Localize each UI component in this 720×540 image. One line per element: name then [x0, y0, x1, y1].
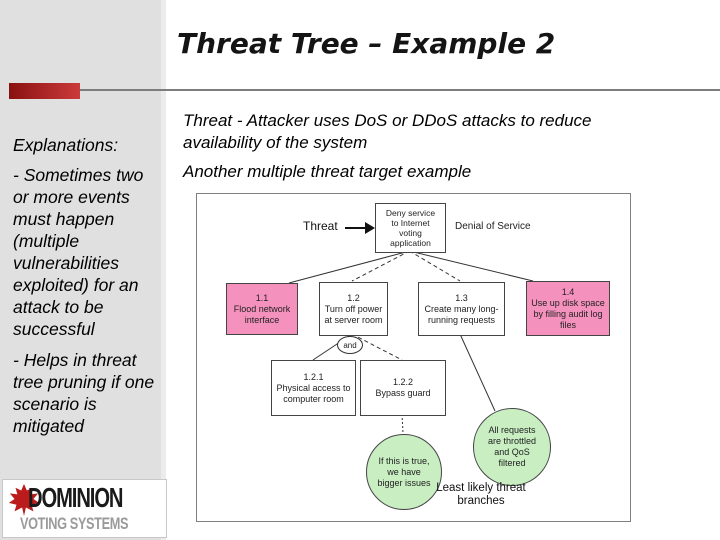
and-gate-label: and	[337, 336, 363, 354]
node-1.2: 1.2 Turn off power at server room	[319, 282, 388, 336]
threat-arrow-icon	[365, 222, 375, 234]
node-1.3: 1.3 Create many long- running requests	[418, 282, 505, 336]
title-divider	[57, 89, 720, 91]
threat-description: Threat - Attacker uses DoS or DDoS attac…	[183, 111, 592, 152]
node-1.2.2: 1.2.2 Bypass guard	[360, 360, 446, 416]
logo-subtitle-text: VOTING SYSTEMS	[20, 514, 129, 533]
edge-root-1.4	[409, 250, 534, 282]
node-1.1: 1.1 Flood network interface	[226, 283, 298, 335]
example-subtitle: Another multiple threat target example	[183, 162, 472, 181]
threat-tree-diagram: Threat Deny service to Internet voting a…	[196, 193, 631, 522]
dominion-logo: DOMINION VOTING SYSTEMS	[2, 479, 167, 538]
node-1.4: 1.4 Use up disk space by filling audit l…	[526, 281, 610, 336]
edge-1.2.2-leaf1	[401, 413, 404, 434]
edge-root-1.3	[409, 250, 461, 282]
accent-red-bar	[9, 83, 80, 99]
explanations-bullet-1: - Sometimes two or more events must happ…	[13, 165, 144, 339]
leaf-note-bigger-issues: If this is true, we have bigger issues	[366, 434, 442, 510]
tree-edges	[288, 250, 534, 434]
edge-1.2-1.2.2	[351, 333, 403, 361]
explanations-heading: Explanations:	[13, 135, 119, 155]
edge-1.3-leaf2	[459, 333, 496, 412]
edge-root-1.2	[351, 250, 410, 282]
threat-pointer-label: Threat	[303, 219, 338, 233]
leaf-note-qos-filtered: All requests are throttled and QoS filte…	[473, 408, 551, 486]
node-1.2.1: 1.2.1 Physical access to computer room	[271, 360, 356, 416]
logo-name-text: DOMINION	[28, 482, 123, 513]
maple-leaf-icon	[8, 483, 40, 517]
explanations-bullet-2: - Helps in threat tree pruning if one sc…	[13, 350, 155, 436]
root-caption: Denial of Service	[455, 221, 531, 232]
page-title: Threat Tree – Example 2	[177, 27, 556, 60]
edge-root-1.1	[288, 250, 410, 284]
least-likely-caption: Least likely threat branches	[436, 482, 526, 507]
node-root: Deny service to Internet voting applicat…	[375, 203, 446, 253]
maple-leaf-shape	[8, 483, 40, 517]
threat-arrow-shaft	[345, 227, 368, 229]
